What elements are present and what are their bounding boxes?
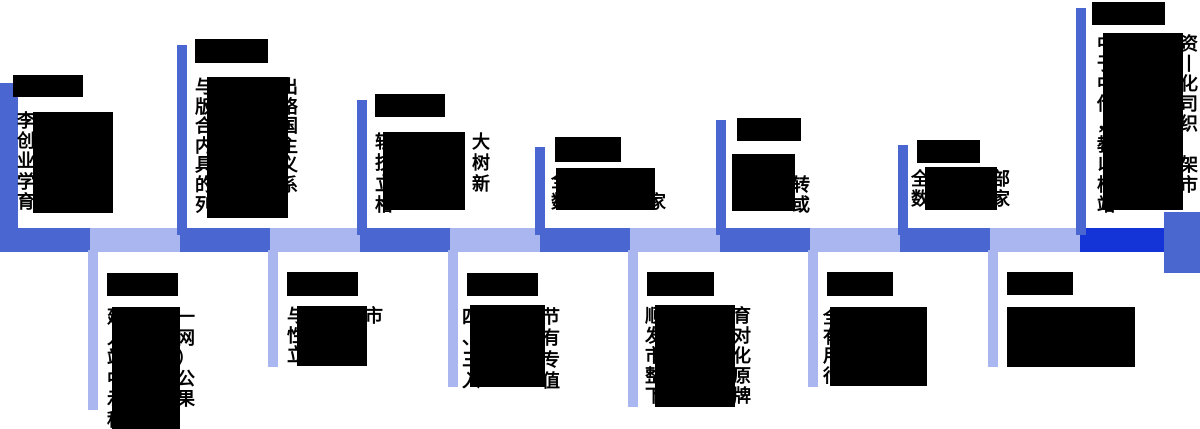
timeline-tick-down — [628, 250, 638, 407]
timeline-segment — [90, 228, 180, 252]
text-fragment: 节 — [542, 307, 560, 327]
text-fragment: 公 — [177, 368, 195, 389]
text-fragment: 学 — [17, 171, 35, 192]
text-fragment: 丨 — [1180, 54, 1198, 75]
text-redaction-box — [33, 112, 113, 213]
text-fragment: 市 — [1180, 174, 1198, 195]
text-redaction-box — [925, 167, 997, 210]
timeline-segment — [810, 228, 900, 252]
text-fragment: 架 — [1180, 154, 1198, 175]
timeline-tick-up — [0, 83, 18, 235]
year-redaction-box — [737, 118, 801, 141]
text-fragment: 值 — [542, 370, 560, 391]
year-redaction-box — [647, 272, 714, 296]
text-fragment: 原 — [733, 366, 751, 386]
timeline-end-cap — [1164, 212, 1200, 273]
timeline-segment — [630, 228, 720, 252]
timeline-segment — [1080, 228, 1165, 252]
year-redaction-box — [827, 272, 893, 296]
text-fragment: 业 — [17, 151, 35, 172]
timeline-segment — [450, 228, 540, 252]
text-fragment: 织 — [1180, 114, 1198, 135]
timeline-tick-up — [357, 100, 367, 235]
text-fragment: 对 — [733, 326, 751, 346]
timeline-tick-down — [268, 250, 278, 367]
text-fragment: 大 — [472, 132, 490, 152]
text-fragment: 网 — [177, 327, 195, 348]
timeline-segment — [990, 228, 1080, 252]
text-fragment: 李 — [17, 111, 35, 131]
text-redaction-box — [655, 305, 735, 407]
text-fragment: 数 — [911, 189, 929, 209]
timeline-tick-down — [808, 250, 818, 387]
text-fragment: 化 — [733, 346, 751, 366]
year-redaction-box — [1007, 272, 1073, 295]
timeline-segment — [540, 228, 630, 252]
text-fragment: 育 — [733, 306, 751, 326]
text-fragment: 或 — [792, 195, 810, 215]
text-fragment: 树 — [472, 153, 490, 173]
year-redaction-box — [107, 273, 178, 296]
text-fragment: 化 — [1180, 74, 1198, 95]
timeline-segment — [360, 228, 450, 252]
year-redaction-box — [195, 39, 268, 63]
text-redaction-box — [470, 305, 545, 387]
timeline-tick-down — [988, 250, 998, 367]
text-fragment: ） — [177, 348, 195, 369]
year-redaction-box — [555, 137, 621, 162]
text-fragment: 有 — [542, 328, 560, 349]
text-redaction-box — [383, 132, 465, 210]
text-fragment: 果 — [177, 389, 195, 410]
year-redaction-box — [287, 272, 358, 296]
timeline-tick-up — [177, 45, 187, 235]
text-fragment: 资 — [1180, 34, 1198, 54]
timeline-tick-down — [448, 250, 458, 387]
text-fragment: 司 — [1180, 94, 1198, 115]
text-fragment: 创 — [17, 131, 35, 152]
year-redaction-box — [917, 140, 980, 163]
text-redaction-box — [297, 306, 367, 366]
year-redaction-box — [375, 94, 445, 117]
text-fragment: 牌 — [733, 386, 751, 406]
text-redaction-box — [1103, 33, 1183, 210]
timeline-segment — [720, 228, 810, 252]
year-redaction-box — [1092, 2, 1165, 25]
text-redaction-box — [830, 307, 927, 386]
text-redaction-box — [207, 77, 288, 218]
text-fragment: 专 — [542, 349, 560, 370]
timeline-tick-up — [1076, 8, 1086, 235]
timeline-segment — [180, 228, 270, 252]
text-redaction-box — [1007, 307, 1135, 367]
text-fragment: 新 — [472, 174, 490, 194]
text-fragment: 一 — [177, 307, 195, 327]
timeline-segment — [270, 228, 360, 252]
text-redaction-box — [732, 154, 795, 211]
timeline-tick-up — [898, 145, 908, 235]
year-redaction-box — [13, 75, 83, 97]
timeline-tick-down — [88, 250, 98, 410]
text-redaction-box — [556, 168, 655, 210]
text-fragment: 转 — [792, 174, 810, 195]
timeline-tick-up — [716, 120, 726, 235]
text-redaction-box — [112, 307, 180, 429]
text-fragment: 育 — [17, 191, 35, 212]
text-fragment: 市 — [365, 306, 383, 326]
text-fragment: 全 — [911, 169, 929, 189]
timeline-tick-up — [535, 147, 545, 235]
timeline-segment — [900, 228, 990, 252]
year-redaction-box — [467, 273, 538, 296]
